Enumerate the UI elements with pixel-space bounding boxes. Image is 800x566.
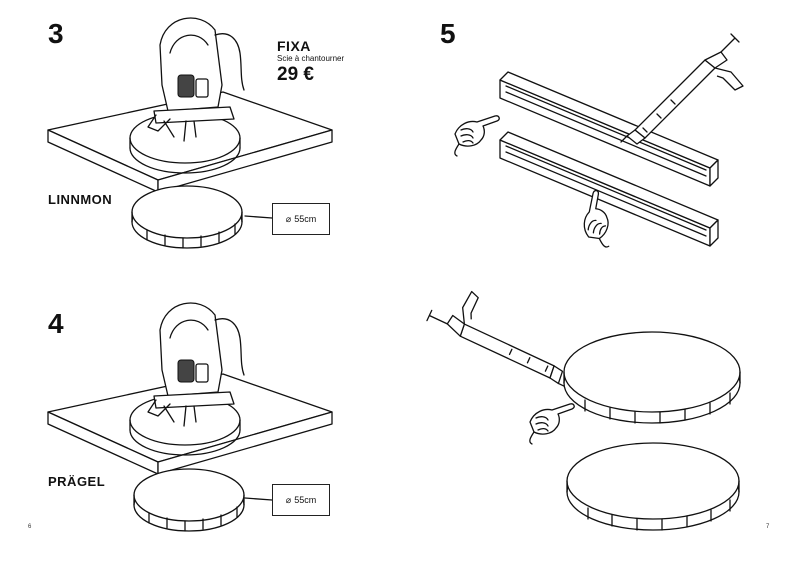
page-number-right: 7 (766, 524, 770, 530)
step-number-4: 4 (48, 308, 64, 339)
diameter-icon: ⌀ (285, 494, 292, 505)
diameter-callout-step4: ⌀ 55cm (272, 484, 330, 516)
diameter-icon: ⌀ (285, 213, 292, 224)
disc-illustration-lower (566, 442, 740, 531)
step-number-3: 3 (48, 18, 64, 49)
jigsaw-illustration-step4 (47, 302, 333, 475)
tabletop-label-pragel: PRÄGEL (48, 474, 106, 489)
product-name: FIXA (277, 38, 311, 54)
caulk-gun-illustration-lower (422, 271, 569, 425)
product-price: 29 € (277, 64, 314, 85)
disc-illustration-step3 (131, 185, 273, 249)
hand-icon-lower (529, 403, 575, 445)
product-description: Scie à chantourner (277, 54, 345, 63)
disc-illustration-upper (563, 331, 741, 424)
caulk-gun-illustration-upper (620, 33, 744, 145)
diameter-value: 55cm (294, 495, 317, 505)
step-number-5: 5 (440, 18, 456, 49)
tabletop-label-linnmon: LINNMON (48, 192, 113, 207)
diameter-callout-step3: ⌀ 55cm (272, 203, 330, 235)
disc-illustration-step4 (133, 468, 273, 532)
hand-icon-upper-1 (454, 115, 500, 157)
diameter-value: 55cm (294, 214, 317, 224)
page-number-left: 6 (28, 524, 32, 530)
